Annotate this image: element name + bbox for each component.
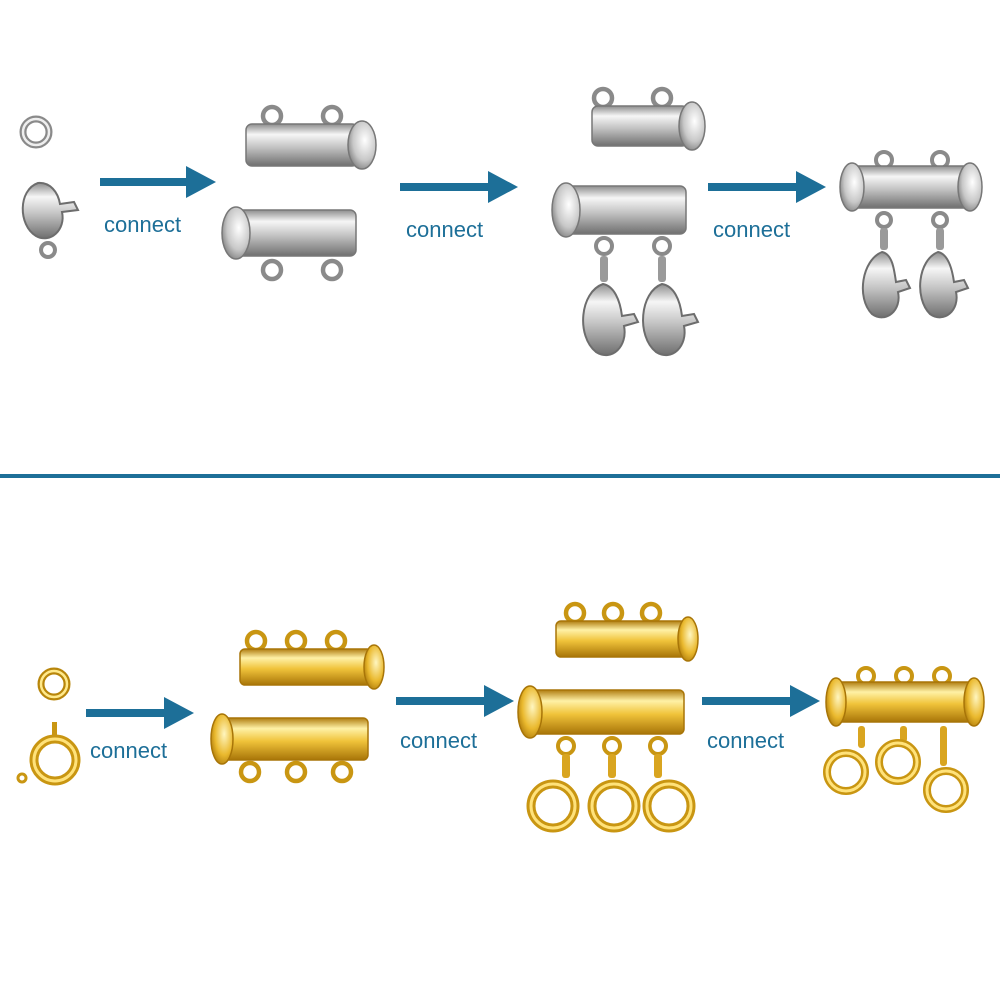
slide-tube-clasp-icon xyxy=(221,206,357,282)
arrow-right-icon xyxy=(400,171,518,203)
step-label: connect xyxy=(90,738,168,763)
slide-tube-clasp-icon xyxy=(555,601,699,662)
spring-ring-clasp-icon xyxy=(875,726,921,785)
arrow-right-icon xyxy=(396,685,514,717)
lobster-clasp-icon xyxy=(919,228,970,319)
jump-ring-icon xyxy=(19,115,53,149)
step-label: connect xyxy=(104,212,182,237)
lobster-clasp-icon xyxy=(582,256,640,356)
lobster-clasp-icon xyxy=(861,228,912,319)
spring-ring-clasp-icon xyxy=(526,754,580,833)
step-label: connect xyxy=(713,217,791,242)
lobster-clasp-icon xyxy=(642,256,700,356)
step-label: connect xyxy=(406,217,484,242)
spring-ring-clasp-icon xyxy=(823,726,869,795)
step-label: connect xyxy=(400,728,478,753)
step-label: connect xyxy=(707,728,785,753)
slide-tube-clasp-icon xyxy=(825,666,985,727)
slide-tube-clasp-icon xyxy=(239,629,385,690)
arrow-right-icon xyxy=(708,171,826,203)
section-divider xyxy=(0,474,1000,478)
spring-ring-clasp-icon xyxy=(16,722,81,786)
arrow-right-icon xyxy=(86,697,194,729)
jump-ring-icon xyxy=(37,667,71,701)
arrow-right-icon xyxy=(702,685,820,717)
slide-tube-clasp-icon xyxy=(245,104,377,170)
slide-tube-clasp-icon xyxy=(517,685,685,756)
slide-tube-clasp-icon xyxy=(591,86,706,151)
spring-ring-clasp-icon xyxy=(642,754,696,833)
arrow-right-icon xyxy=(100,166,216,198)
spring-ring-clasp-icon xyxy=(587,754,641,833)
slide-tube-clasp-icon xyxy=(210,713,369,784)
spring-ring-clasp-icon xyxy=(923,726,969,813)
slide-tube-clasp-icon xyxy=(839,150,983,229)
slide-tube-clasp-icon xyxy=(551,182,687,256)
lobster-clasp-icon xyxy=(21,181,80,259)
